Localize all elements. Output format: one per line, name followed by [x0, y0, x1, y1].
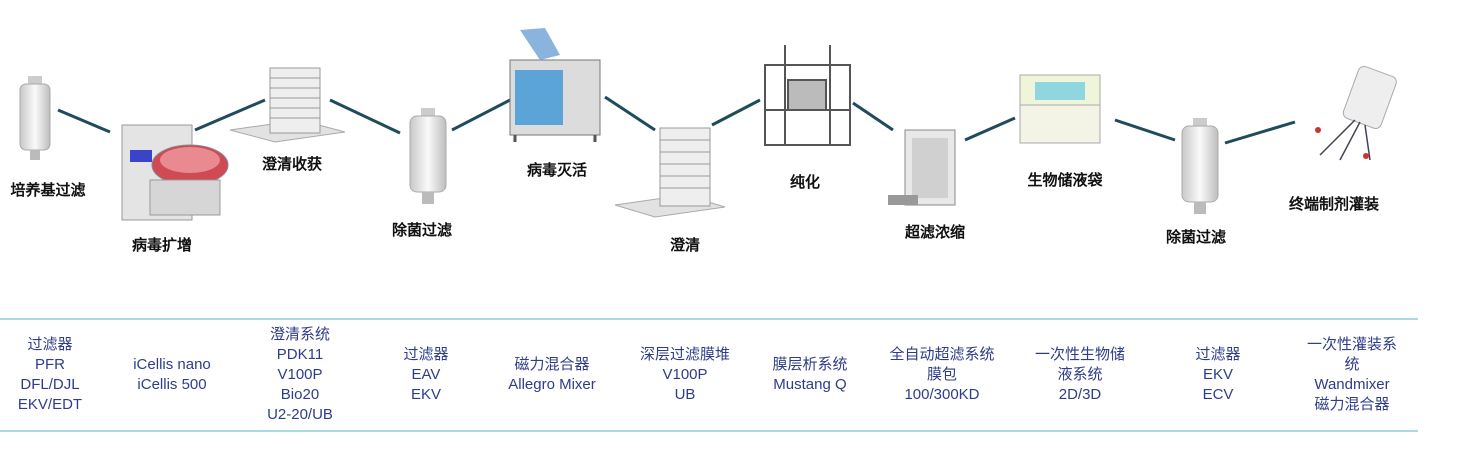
product-line: 过滤器: [1195, 346, 1241, 363]
product-line: 过滤器: [403, 346, 449, 363]
product-line: iCellis 500: [137, 376, 207, 393]
product-line: ECV: [1202, 386, 1234, 403]
connector: [964, 116, 1016, 142]
product-cell: 过滤器 EKV ECV: [1195, 320, 1240, 430]
bioreactor-icon: [121, 124, 229, 221]
mixer-tank-icon: [509, 28, 601, 142]
product-line: V100P: [277, 366, 323, 383]
product-line: EKV: [1202, 366, 1234, 383]
product-cell: 过滤器 PFR DFL/DJL EKV/EDT: [18, 320, 82, 430]
product-line: PFR: [35, 356, 65, 373]
connector: [1224, 120, 1296, 145]
product-cell: 过滤器 EAV EKV: [403, 320, 448, 430]
stage-label: 病毒扩增: [131, 236, 193, 254]
connector: [194, 98, 266, 132]
product-line: 一次性灌装系: [1306, 336, 1398, 353]
product-cell: 一次性灌装系统 Wandmixer 磁力混合器: [1307, 320, 1397, 430]
stage-label: 纯化: [789, 173, 821, 191]
product-line: 深层过滤膜堆: [639, 346, 731, 363]
filter-capsule-icon: [1181, 118, 1219, 214]
table-bottom-rule: [0, 430, 1418, 432]
connector: [57, 108, 111, 134]
product-line: EAV: [411, 366, 441, 383]
product-line: 全自动超滤系统: [889, 346, 995, 363]
product-line: 一次性生物储: [1034, 346, 1126, 363]
product-cell: iCellis nano iCellis 500: [133, 320, 211, 430]
fill-bag-manifold-icon: [1315, 65, 1397, 161]
stage-label: 培养基过滤: [10, 181, 86, 199]
table-top-rule: [0, 318, 1418, 320]
product-line: 磁力混合器: [514, 356, 590, 373]
stage-label: 澄清: [669, 236, 701, 254]
connector: [711, 98, 761, 127]
product-line: 膜层析系统: [772, 356, 848, 373]
filter-capsule-icon: [19, 76, 51, 160]
stage-label: 除菌过滤: [391, 221, 453, 239]
stage-label: 超滤浓缩: [904, 223, 966, 241]
stage-label: 病毒灭活: [526, 161, 588, 179]
product-line: 2D/3D: [1058, 386, 1102, 403]
product-line: EKV/EDT: [17, 396, 83, 413]
product-line: Wandmixer: [1314, 376, 1390, 393]
product-line: 磁力混合器: [1314, 396, 1390, 413]
depth-filter-stack-icon: [229, 67, 346, 143]
product-line: 100/300KD: [904, 386, 980, 403]
product-cell: 全自动超滤系统膜包 100/300KD: [889, 320, 994, 430]
product-line: Bio20: [280, 386, 320, 403]
product-line: DFL/DJL: [20, 376, 80, 393]
product-line: Allegro Mixer: [508, 376, 596, 393]
product-line: EKV: [410, 386, 442, 403]
connector-lines: [19, 28, 1397, 221]
filter-capsule-icon: [409, 108, 447, 204]
storage-bag-container-icon: [1019, 74, 1101, 144]
product-line: 澄清系统: [269, 326, 331, 343]
stage-label: 澄清收获: [261, 155, 323, 173]
connector: [451, 98, 511, 132]
product-line: V100P: [662, 366, 708, 383]
connector: [329, 98, 401, 135]
connector: [604, 95, 656, 132]
product-cell: 磁力混合器 Allegro Mixer: [508, 320, 596, 430]
product-line: 液系统: [1057, 366, 1103, 383]
stage-label: 生物储液袋: [1027, 171, 1103, 189]
product-line: UB: [674, 386, 696, 403]
product-line: U2-20/UB: [267, 406, 333, 423]
depth-filter-stack-icon: [614, 127, 726, 218]
product-cell: 一次性生物储液系统 2D/3D: [1035, 320, 1125, 430]
chromatography-rack-icon: [764, 45, 851, 146]
stage-label: 除菌过滤: [1165, 228, 1227, 246]
product-line: 统: [1344, 356, 1360, 373]
product-cell: 深层过滤膜堆 V100P UB: [640, 320, 730, 430]
tff-cassette-icon: [888, 129, 956, 206]
connector: [852, 101, 894, 132]
product-line: 过滤器: [27, 336, 73, 353]
product-line: PDK11: [276, 346, 324, 363]
connector: [1114, 118, 1176, 142]
product-line: iCellis nano: [133, 356, 211, 373]
product-line: Mustang Q: [773, 376, 847, 393]
product-cell: 膜层析系统 Mustang Q: [772, 320, 847, 430]
product-line: 膜包: [926, 366, 958, 383]
stage-label: 终端制剂灌装: [1288, 195, 1380, 213]
